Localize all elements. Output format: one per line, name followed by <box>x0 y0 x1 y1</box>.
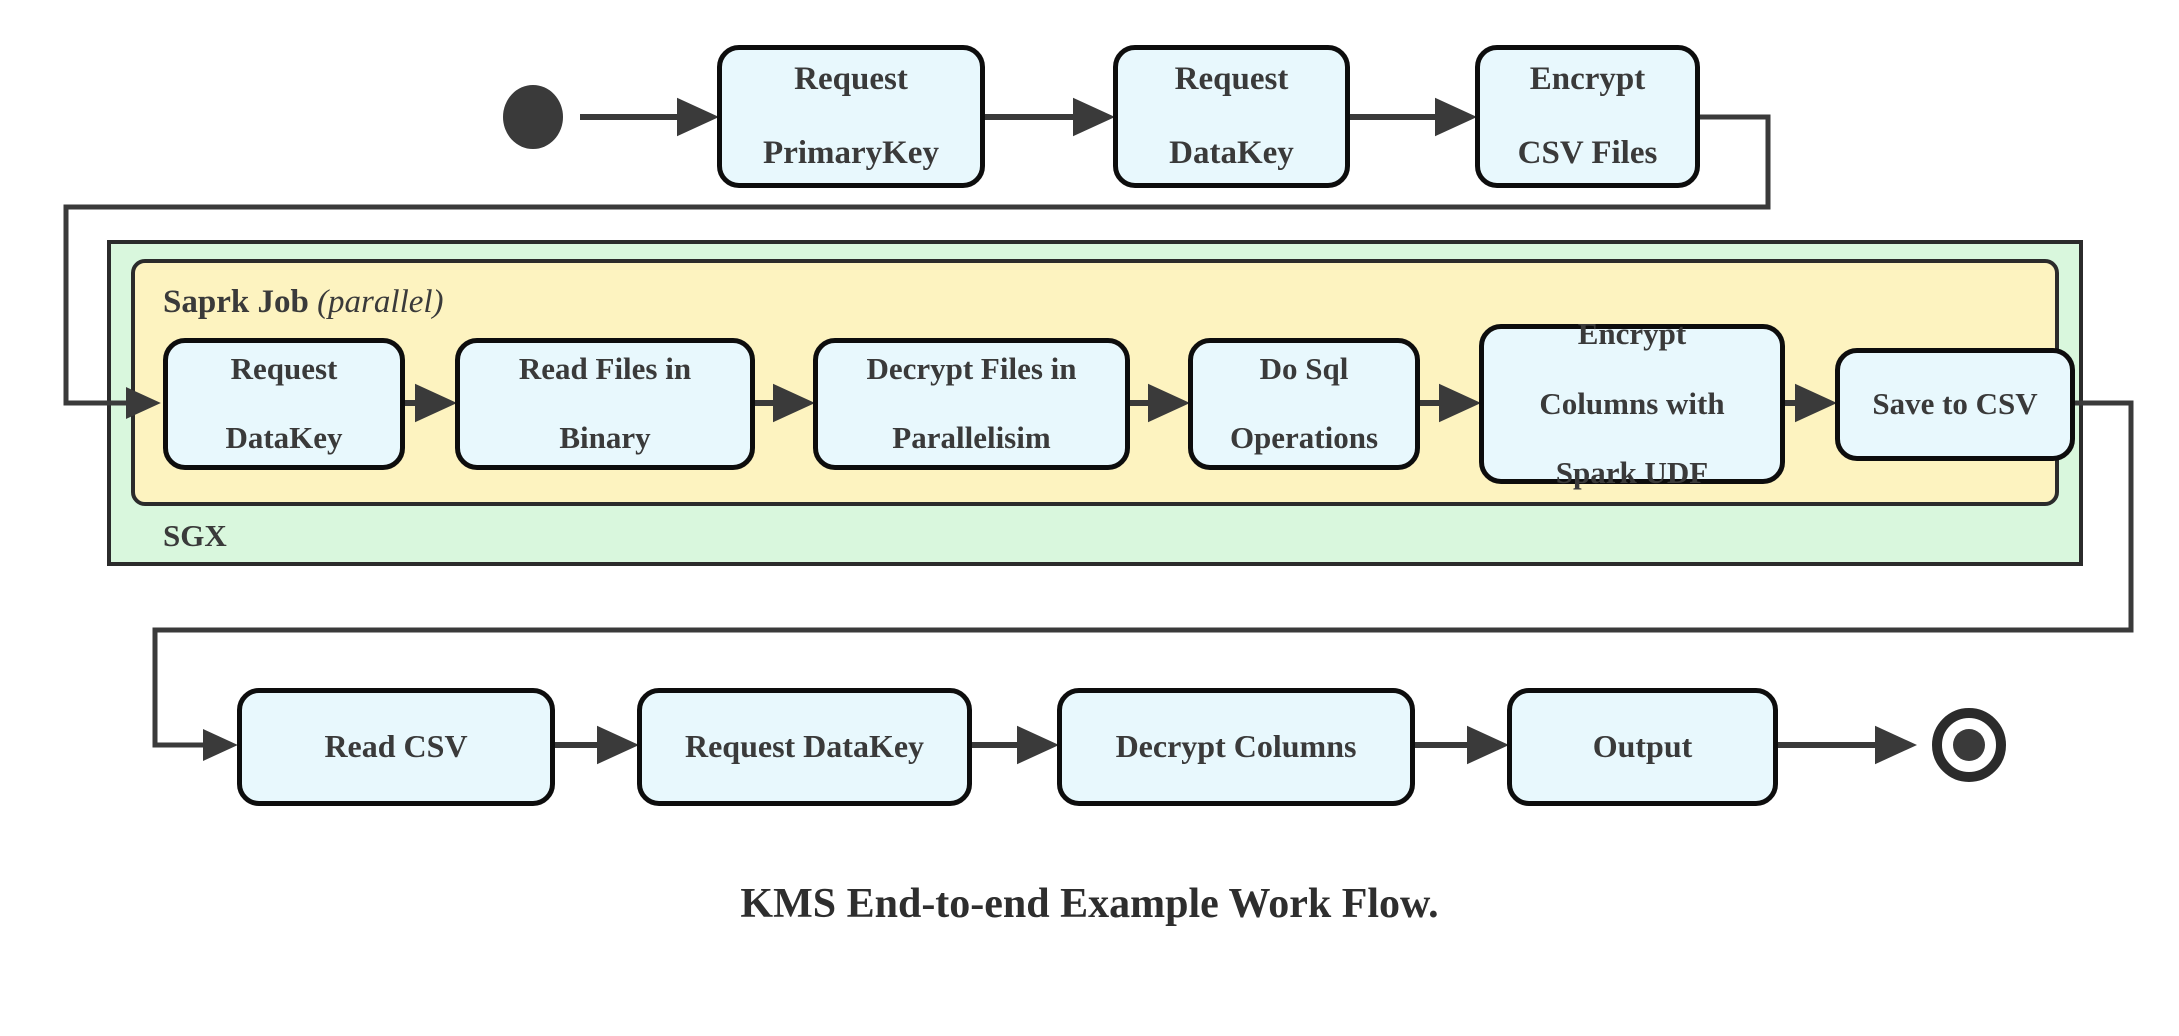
line-1: Decrypt Columns <box>1115 728 1357 765</box>
node-encrypt-columns-with-spark-udf[interactable]: Encrypt Columns with Spark UDF <box>1479 316 1785 490</box>
line-1: Do Sql <box>1259 350 1349 386</box>
node-do-sql-operations-label: Do Sql Operations <box>1214 350 1394 456</box>
node-request-datakey-top[interactable]: Request DataKey <box>1113 45 1350 188</box>
spark-job-label-italic: (parallel) <box>317 284 444 320</box>
node-read-files-in-binary-label: Read Files in Binary <box>503 350 707 456</box>
node-decrypt-columns[interactable]: Decrypt Columns <box>1057 688 1415 806</box>
node-decrypt-files-in-parallelisim[interactable]: Decrypt Files in Parallelisim <box>813 338 1130 470</box>
end-node-core <box>1953 729 1985 761</box>
node-read-files-in-binary[interactable]: Read Files in Binary <box>455 338 755 470</box>
node-request-datakey-bottom[interactable]: Request DataKey <box>637 688 972 806</box>
node-do-sql-operations[interactable]: Do Sql Operations <box>1188 338 1420 470</box>
line-2: Columns with <box>1539 385 1725 421</box>
line-1: Save to CSV <box>1872 386 2038 422</box>
node-request-primarykey[interactable]: Request PrimaryKey <box>717 45 985 188</box>
node-output[interactable]: Output <box>1507 688 1778 806</box>
node-request-datakey-spark-label: Request DataKey <box>209 350 358 456</box>
node-save-to-csv[interactable]: Save to CSV <box>1835 348 2075 461</box>
edge-encrypt-csv-to-spark-datakey <box>63 114 1771 420</box>
line-2: CSV Files <box>1517 134 1658 171</box>
node-save-to-csv-label: Save to CSV <box>1856 386 2053 422</box>
line-1: Request <box>794 61 908 98</box>
line-1: Encrypt <box>1529 61 1646 98</box>
start-node <box>503 85 563 149</box>
node-request-datakey-bottom-label: Request DataKey <box>669 728 940 765</box>
spark-job-label-bold: Saprk Job <box>163 284 309 320</box>
node-request-datakey-spark[interactable]: Request DataKey <box>163 338 405 470</box>
diagram-caption: KMS End-to-end Example Work Flow. <box>740 881 1439 927</box>
line-1: Output <box>1592 728 1693 765</box>
node-encrypt-csv-files[interactable]: Encrypt CSV Files <box>1475 45 1700 188</box>
line-2: Binary <box>559 420 651 456</box>
node-encrypt-columns-with-spark-udf-label: Encrypt Columns with Spark UDF <box>1523 316 1740 491</box>
line-2: PrimaryKey <box>763 134 939 171</box>
line-2: DataKey <box>1169 134 1294 171</box>
line-1: Read Files in <box>518 350 692 386</box>
line-1: Read CSV <box>324 728 468 765</box>
line-2: DataKey <box>225 420 343 456</box>
node-decrypt-files-in-parallelisim-label: Decrypt Files in Parallelisim <box>850 350 1092 456</box>
line-1: Decrypt Files in <box>866 350 1077 386</box>
line-1: Request <box>230 350 338 386</box>
line-1: Request DataKey <box>684 728 925 765</box>
node-encrypt-csv-files-label: Encrypt CSV Files <box>1502 61 1674 172</box>
node-read-csv-label: Read CSV <box>308 728 483 765</box>
line-2: Parallelisim <box>892 420 1051 456</box>
line-2: Operations <box>1229 420 1379 456</box>
line-3: Spark UDF <box>1555 455 1709 491</box>
edge-save-to-csv-to-read-csv <box>152 400 2134 762</box>
node-request-primarykey-label: Request PrimaryKey <box>747 61 955 172</box>
node-decrypt-columns-label: Decrypt Columns <box>1100 728 1373 765</box>
sgx-label: SGX <box>163 518 227 553</box>
line-1: Encrypt <box>1577 316 1687 352</box>
line-1: Request <box>1174 61 1289 98</box>
spark-job-label: Saprk Job (parallel) <box>163 284 444 321</box>
node-read-csv[interactable]: Read CSV <box>237 688 555 806</box>
node-request-datakey-top-label: Request DataKey <box>1153 61 1310 172</box>
node-output-label: Output <box>1577 728 1709 765</box>
